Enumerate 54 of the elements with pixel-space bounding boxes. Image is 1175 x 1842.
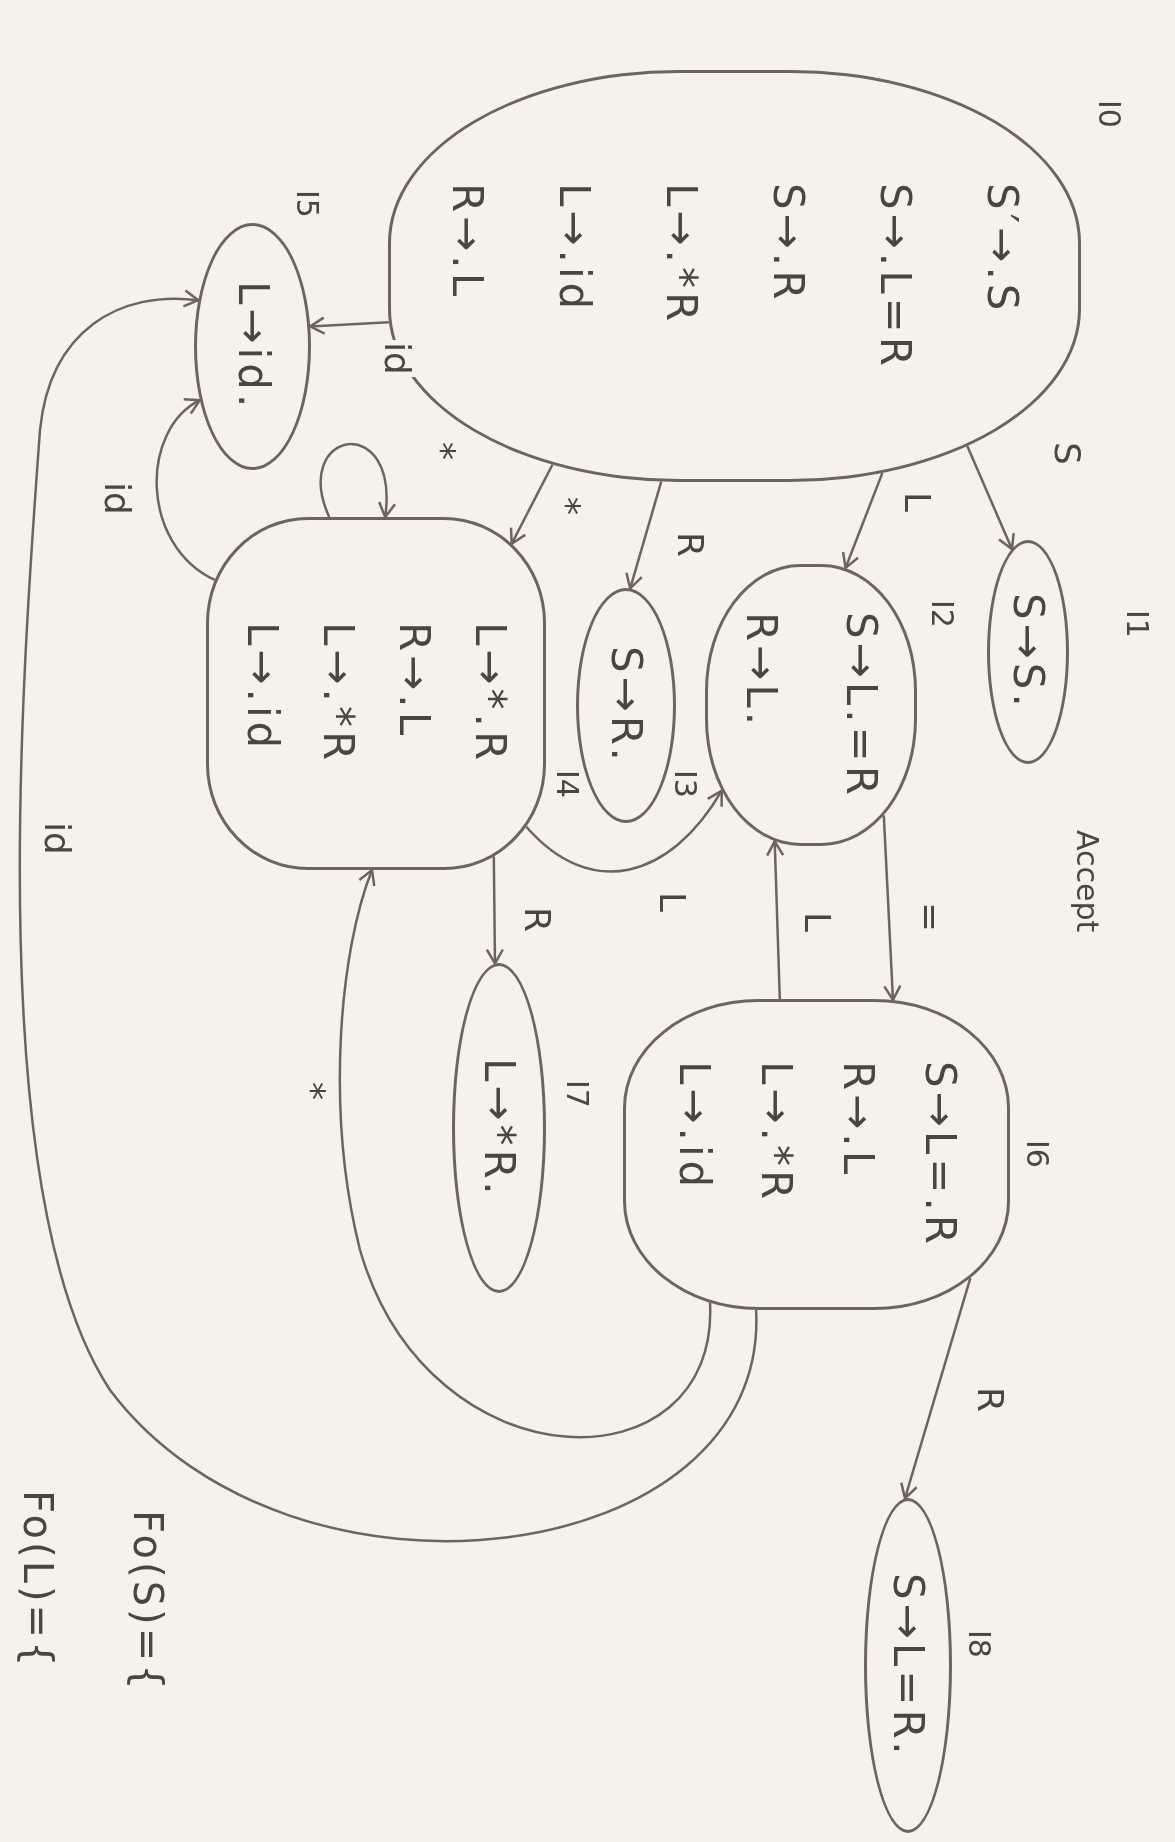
- production-text: R→.L: [832, 1061, 884, 1181]
- arrow: [18, 289, 758, 1543]
- arrow: [765, 840, 785, 1000]
- production-text: S→.L=R: [869, 182, 921, 370]
- production-text: R→L.: [736, 611, 787, 731]
- production-text: S→L=.R: [914, 1061, 966, 1248]
- production-text: L→.*R: [313, 622, 364, 765]
- state-label: Accept: [1070, 830, 1105, 933]
- state-label: I4: [550, 770, 585, 798]
- state-box: [987, 540, 1069, 764]
- arrow: [319, 443, 396, 519]
- state-box: [705, 564, 917, 846]
- state-box: [452, 963, 546, 1293]
- state-label: I5: [290, 190, 325, 218]
- production-text: R→.L: [441, 182, 493, 302]
- production-text: S→R.: [601, 646, 652, 765]
- production-text: S→L=R.: [883, 1572, 934, 1759]
- arrow: [485, 856, 505, 965]
- state-box: [623, 999, 1010, 1310]
- production-text: R→.L: [389, 622, 440, 742]
- state-label: I2: [925, 600, 960, 628]
- state-label: I1: [1120, 610, 1155, 638]
- production-text: L→*R.: [474, 1057, 525, 1199]
- production-text: S′→.S: [976, 182, 1028, 316]
- production-text: L→.*R: [750, 1061, 802, 1206]
- production-text: L→id.: [227, 281, 279, 412]
- arrow: [625, 481, 663, 590]
- arrow: [338, 868, 712, 1438]
- arrow: [509, 464, 554, 545]
- production-text: L→.*R: [655, 182, 707, 327]
- state-box: [206, 517, 546, 870]
- arrow: [966, 445, 1015, 551]
- production-text: S→L.=R: [836, 611, 887, 799]
- arrow: [525, 789, 723, 873]
- production-text: L→.id: [668, 1061, 720, 1194]
- state-label: I6: [1020, 1140, 1055, 1168]
- production-text: L→.id: [548, 182, 600, 315]
- production-text: L→.id: [237, 622, 288, 755]
- note-text: Fo(S)={: [125, 1510, 171, 1693]
- production-text: S→.R: [762, 182, 814, 305]
- arrow: [841, 472, 884, 570]
- state-label: I8: [962, 1630, 997, 1658]
- arrow: [308, 316, 389, 335]
- arrow: [882, 815, 902, 1002]
- state-box: [194, 223, 311, 470]
- production-text: L→*.R: [465, 622, 516, 765]
- state-label: I0: [1092, 100, 1127, 128]
- note-text: Fo(L)={: [15, 1490, 61, 1670]
- state-box: [864, 1498, 952, 1833]
- state-label: I7: [560, 1080, 595, 1108]
- arrow: [900, 1277, 972, 1500]
- production-text: S→S.: [1003, 593, 1054, 711]
- arrow: [155, 398, 216, 581]
- state-label: I3: [668, 770, 703, 798]
